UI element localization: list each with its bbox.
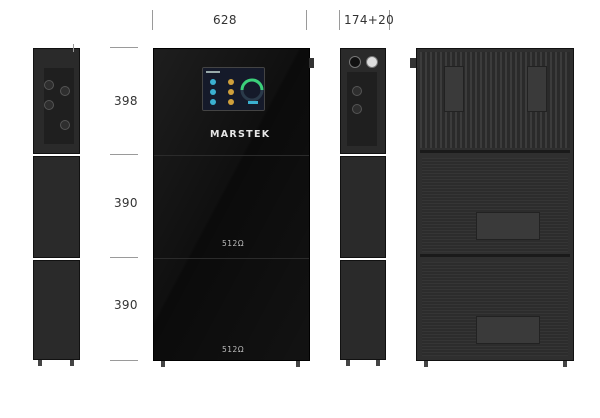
height-tick-bottom [110, 360, 138, 361]
height-bottom-dimension: 390 [114, 298, 138, 312]
width-dim-left-tick [152, 10, 153, 30]
display-screen [202, 67, 265, 111]
brand-logo: MARSTEK [210, 129, 271, 140]
front-foot-right [296, 361, 300, 367]
height-tick-3 [110, 257, 138, 258]
front-foot-left [161, 361, 165, 367]
width-dimension: 628 [213, 13, 237, 27]
module-seam-1 [154, 155, 309, 156]
height-tick-top [110, 47, 138, 48]
depth-dimension: 174+20 [344, 13, 395, 27]
height-tick-2 [110, 154, 138, 155]
width-dim-right-tick [306, 10, 307, 30]
rear-panel-right [527, 66, 547, 112]
module-label-2: 512Ω [222, 345, 245, 354]
depth-dim-left-tick [339, 10, 340, 30]
rear-panel-left [444, 66, 464, 112]
display-dashboard-icon [203, 68, 264, 110]
front-view: MARSTEK 512Ω 512Ω [153, 48, 310, 361]
height-mid-dimension: 390 [114, 196, 138, 210]
module-seam-2 [154, 258, 309, 259]
height-top-dimension: 398 [114, 94, 138, 108]
depth-dim-right-tick [389, 10, 390, 30]
module-label-1: 512Ω [222, 239, 245, 248]
front-handle [309, 58, 314, 68]
